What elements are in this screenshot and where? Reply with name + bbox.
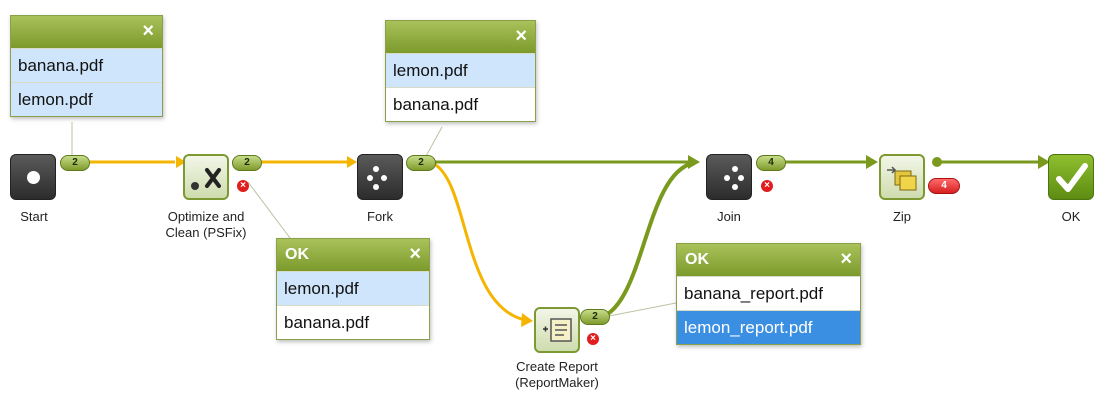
create-report-label-line1: Create Report xyxy=(516,359,598,374)
optimize-node[interactable] xyxy=(183,154,229,200)
create-report-node[interactable] xyxy=(534,307,580,353)
create-report-label-line2: (ReportMaker) xyxy=(515,375,599,390)
ok-node[interactable] xyxy=(1048,154,1094,200)
file-list-item[interactable]: lemon_report.pdf xyxy=(677,310,860,344)
join-output-badge[interactable]: 4 xyxy=(756,155,786,171)
popup-header: OK × xyxy=(677,244,860,276)
popup-status: OK xyxy=(285,246,309,263)
ok-node-label: OK xyxy=(1061,209,1081,224)
fork-icon xyxy=(367,166,387,190)
error-icon[interactable]: × xyxy=(587,333,599,345)
report-output-badge[interactable]: 2 xyxy=(580,309,610,325)
file-list-item[interactable]: lemon.pdf xyxy=(11,82,162,116)
popup-status: OK xyxy=(685,251,709,268)
start-node-label: Start xyxy=(20,209,48,224)
start-output-badge[interactable]: 2 xyxy=(60,155,90,171)
file-list-item[interactable]: lemon.pdf xyxy=(277,271,429,305)
optimize-node-label: Optimize and Clean (PSFix) xyxy=(136,209,276,241)
zip-error-badge[interactable]: 4 xyxy=(928,178,960,194)
close-icon[interactable]: × xyxy=(142,20,154,42)
file-list-item[interactable]: lemon.pdf xyxy=(386,53,535,87)
create-report-node-label: Create Report (ReportMaker) xyxy=(487,359,627,391)
report-file-popup[interactable]: OK × banana_report.pdf lemon_report.pdf xyxy=(676,243,861,345)
zip-node-label: Zip xyxy=(892,209,912,224)
optimize-output-badge[interactable]: 2 xyxy=(232,155,262,171)
report-to-join-connection[interactable] xyxy=(601,161,694,319)
arrowhead xyxy=(866,155,878,169)
arrowhead xyxy=(176,156,186,168)
popup-header: OK × xyxy=(277,239,429,271)
error-icon[interactable]: × xyxy=(761,180,773,192)
zip-node[interactable] xyxy=(879,154,925,200)
close-icon[interactable]: × xyxy=(409,243,421,265)
optimize-file-popup[interactable]: OK × lemon.pdf banana.pdf xyxy=(276,238,430,340)
popup-header: × xyxy=(386,21,535,53)
connection-port[interactable] xyxy=(932,157,942,167)
close-icon[interactable]: × xyxy=(840,248,852,270)
report-popup-pointer xyxy=(603,302,677,318)
join-node[interactable] xyxy=(706,154,752,200)
arrowhead xyxy=(347,156,357,168)
fork-node[interactable] xyxy=(357,154,403,200)
start-file-popup[interactable]: × banana.pdf lemon.pdf xyxy=(10,15,163,117)
file-list-item[interactable]: banana_report.pdf xyxy=(677,276,860,310)
error-icon[interactable]: × xyxy=(237,180,249,192)
file-list-item[interactable]: banana.pdf xyxy=(277,305,429,339)
fork-output-badge[interactable]: 2 xyxy=(406,155,436,171)
join-icon xyxy=(724,166,744,190)
file-list-item[interactable]: banana.pdf xyxy=(386,87,535,121)
fork-node-label: Fork xyxy=(367,209,393,224)
arrowhead xyxy=(1038,155,1050,169)
start-node[interactable] xyxy=(10,154,56,200)
checkmark-icon xyxy=(1056,163,1088,192)
fork-file-popup[interactable]: × lemon.pdf banana.pdf xyxy=(385,20,536,122)
popup-header: × xyxy=(11,16,162,48)
fork-popup-pointer xyxy=(424,126,443,159)
report-icon xyxy=(543,318,572,342)
arrowhead xyxy=(521,313,533,327)
stop-icon xyxy=(27,171,40,184)
close-icon[interactable]: × xyxy=(515,25,527,47)
tools-icon xyxy=(191,168,221,190)
file-list-item[interactable]: banana.pdf xyxy=(11,48,162,82)
join-node-label: Join xyxy=(717,209,741,224)
fork-to-report-connection[interactable] xyxy=(429,160,526,322)
zip-icon xyxy=(887,166,917,191)
optimize-popup-pointer xyxy=(247,181,291,239)
optimize-label-line2: Clean (PSFix) xyxy=(165,225,247,240)
optimize-label-line1: Optimize and xyxy=(167,209,245,224)
